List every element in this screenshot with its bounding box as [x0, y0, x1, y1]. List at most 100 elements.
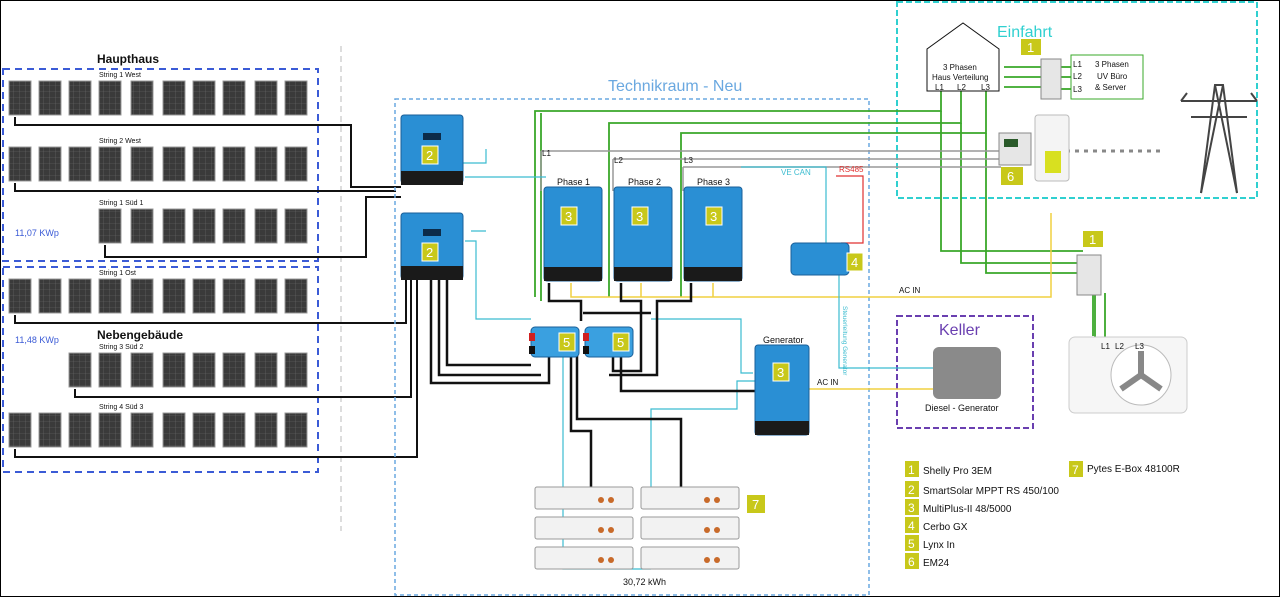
svg-text:6: 6 — [1007, 169, 1014, 184]
phase-1-label: Phase 1 — [557, 177, 590, 187]
multiplus-generator — [754, 344, 810, 436]
svg-text:EM24: EM24 — [923, 558, 950, 569]
battery-capacity: 30,72 kWh — [623, 577, 666, 587]
steuerleitung-label: Steuerleitung Generator — [841, 306, 848, 376]
legend-item: 2 SmartSolar MPPT RS 450/100 — [905, 481, 1059, 497]
solar-strings: String 1 West String 2 West String 1 Süd… — [8, 72, 308, 448]
dc-wiring — [14, 117, 418, 458]
technikraum-area — [394, 98, 870, 596]
svg-text:3: 3 — [777, 365, 784, 380]
legend-item: 5 Lynx In — [905, 535, 955, 551]
svg-text:Haus Verteilung: Haus Verteilung — [932, 73, 988, 82]
svg-text:3: 3 — [636, 209, 643, 224]
generator-label: Generator — [763, 335, 804, 345]
legend-item: 4 Cerbo GX — [905, 517, 968, 533]
uv-buero-box: L1 L2 L3 3 Phasen UV Büro & Server — [1070, 54, 1144, 100]
cerbo-gx — [790, 242, 850, 276]
svg-text:4: 4 — [851, 255, 858, 270]
svg-text:Cerbo GX: Cerbo GX — [923, 522, 968, 533]
rs485-label: RS485 — [839, 165, 864, 174]
kwp-nebengebaeude: 11,48 KWp — [15, 335, 59, 345]
svg-text:L1: L1 — [1073, 60, 1082, 69]
svg-text:Lynx In: Lynx In — [923, 540, 955, 551]
svg-text:5: 5 — [908, 537, 915, 551]
svg-text:1: 1 — [1089, 232, 1096, 247]
diesel-label: Diesel - Generator — [925, 403, 999, 413]
einfahrt-title: Einfahrt — [997, 24, 1053, 41]
phase-2-label: Phase 2 — [628, 177, 661, 187]
svg-text:1: 1 — [1027, 40, 1034, 55]
svg-text:L2: L2 — [1073, 72, 1082, 81]
shelly-heatpump — [1076, 254, 1102, 296]
badge-3: 3 — [705, 206, 723, 226]
keller-title: Keller — [939, 322, 981, 339]
string-label: String 2 West — [99, 138, 141, 145]
em24 — [998, 132, 1032, 166]
svg-text:L1: L1 — [1101, 342, 1110, 351]
svg-text:2: 2 — [426, 245, 433, 260]
svg-text:2: 2 — [908, 483, 915, 497]
svg-text:Pytes E-Box 48100R: Pytes E-Box 48100R — [1087, 464, 1180, 475]
multiplus-phase-3 — [683, 186, 743, 282]
badge-2: 2 — [421, 242, 439, 262]
badge-3: 3 — [772, 362, 790, 382]
svg-text:L3: L3 — [1135, 342, 1144, 351]
badge-3: 3 — [560, 206, 578, 226]
device-badges: 2 2 3 3 3 4 5 5 3 7 1 6 1 — [421, 39, 1103, 513]
legend-item: 6 EM24 — [905, 553, 950, 569]
battery-bank — [534, 486, 740, 570]
svg-text:3: 3 — [565, 209, 572, 224]
svg-text:3: 3 — [908, 501, 915, 515]
line-label-l3: L3 — [684, 156, 693, 165]
legend-item: 7 Pytes E-Box 48100R — [1069, 461, 1180, 477]
multiplus-phase-2 — [613, 186, 673, 282]
haupthaus-title: Haupthaus — [97, 52, 159, 66]
badge-5: 5 — [612, 332, 630, 352]
badge-7: 7 — [747, 495, 765, 513]
svg-text:3 Phasen: 3 Phasen — [1095, 60, 1129, 69]
svg-text:5: 5 — [617, 335, 624, 350]
panel-row — [8, 146, 308, 182]
line-label-l1: L1 — [542, 149, 551, 158]
svg-text:6: 6 — [908, 555, 915, 569]
string-label: String 4 Süd 3 — [99, 404, 143, 411]
svg-text:SmartSolar MPPT RS 450/100: SmartSolar MPPT RS 450/100 — [923, 486, 1059, 497]
badge-4: 4 — [846, 252, 864, 272]
acin-generator-label: AC IN — [817, 378, 839, 387]
power-pylon-icon — [1180, 84, 1258, 194]
badge-3: 3 — [631, 206, 649, 226]
panel-row — [8, 412, 308, 448]
vecan-label: VE CAN — [781, 168, 811, 177]
ac-in-lines — [570, 213, 1052, 390]
panel-row — [68, 352, 308, 388]
svg-text:L1: L1 — [935, 83, 944, 92]
multiplus-phase-1 — [543, 186, 603, 282]
panel-row — [8, 278, 308, 314]
badge-1: 1 — [1021, 39, 1041, 55]
string-label: String 1 West — [99, 72, 141, 79]
meter-box — [1034, 114, 1070, 182]
svg-text:7: 7 — [1072, 463, 1079, 477]
panel-row — [8, 80, 308, 116]
svg-text:4: 4 — [908, 519, 915, 533]
phase-3-label: Phase 3 — [697, 177, 730, 187]
haupthaus-area — [2, 68, 319, 262]
svg-text:& Server: & Server — [1095, 83, 1126, 92]
nebengebaeude-area — [2, 266, 319, 473]
heatpump: L1 L2 L3 — [1068, 336, 1188, 414]
ac-wiring-green — [534, 66, 1141, 344]
kwp-haupthaus: 11,07 KWp — [15, 228, 59, 238]
shelly-top — [1040, 58, 1062, 100]
string-label: String 3 Süd 2 — [99, 344, 143, 351]
nebengebaeude-title: Nebengebäude — [97, 328, 183, 342]
einfahrt-area — [896, 1, 1258, 199]
diesel-generator — [933, 347, 1001, 399]
panel-row — [98, 208, 308, 244]
svg-text:UV Büro: UV Büro — [1097, 72, 1128, 81]
svg-text:L3: L3 — [1073, 85, 1082, 94]
phase-lines — [540, 149, 1161, 191]
